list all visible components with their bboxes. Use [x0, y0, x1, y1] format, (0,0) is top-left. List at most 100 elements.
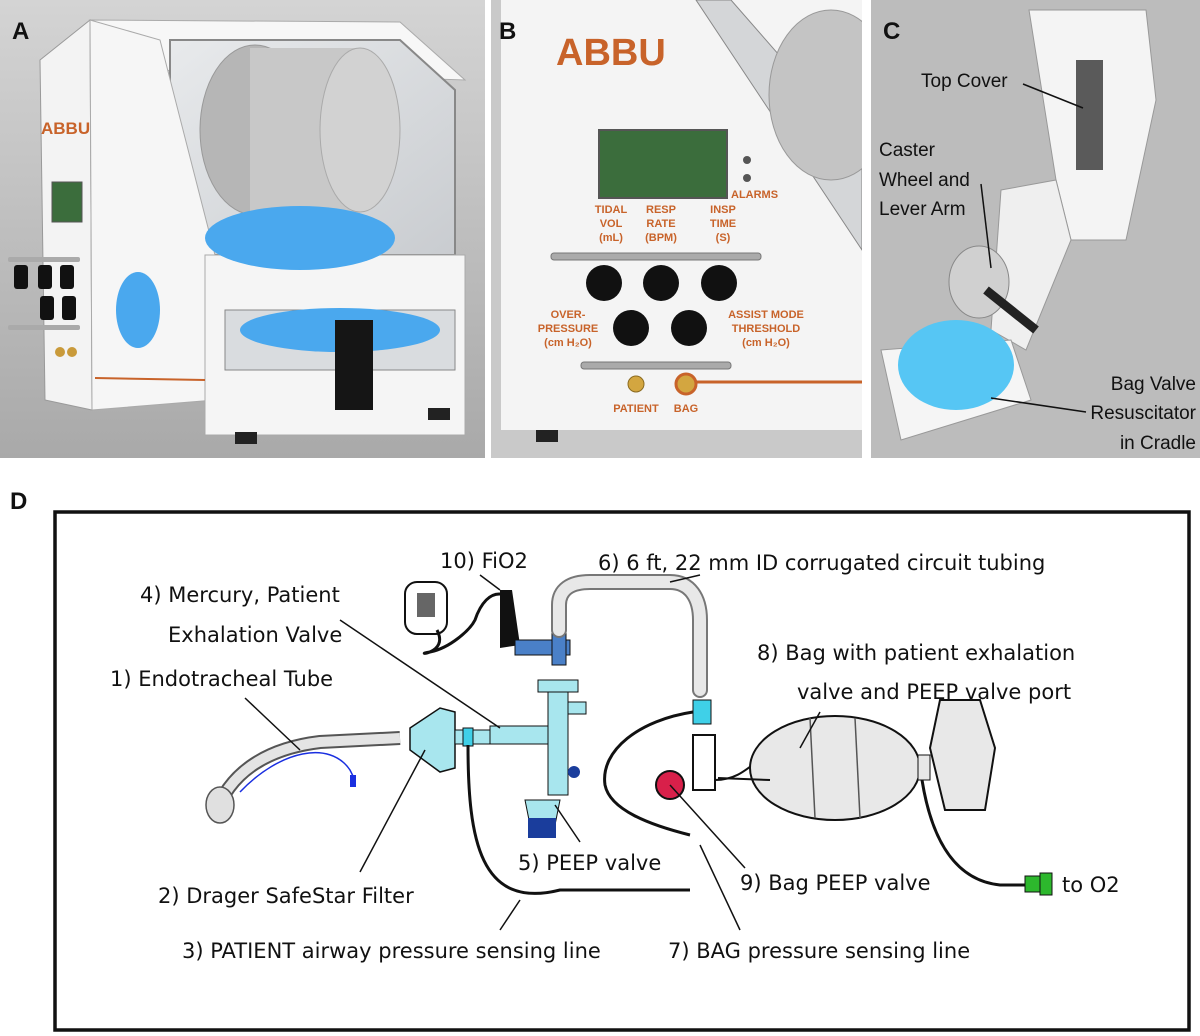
bag-ring-2	[854, 717, 861, 819]
insp-line-1: INSP	[710, 204, 736, 216]
knob-rail-top	[8, 257, 80, 262]
bag-inlet	[717, 777, 771, 781]
foot-2	[428, 408, 450, 420]
leader-endotracheal	[244, 697, 301, 751]
bag-line-2: Resuscitator	[1090, 403, 1196, 424]
exhalation-valve-top	[537, 679, 579, 693]
alarms-label: ALARMS	[731, 189, 778, 201]
label-exhalation-valve-1: 4) Mercury, Patient	[140, 583, 340, 607]
panel-c-cradle-render: Top Cover Caster Wheel and Lever Arm Bag…	[871, 0, 1200, 458]
resp-line-1: RESP	[646, 204, 676, 216]
peep-valve-cap	[528, 818, 556, 838]
caster-line-3: Lever Arm	[879, 199, 966, 220]
tidal-line-1: TIDAL	[595, 204, 628, 216]
label-patient-sensing-line: 3) PATIENT airway pressure sensing line	[182, 939, 601, 963]
assist-line-3: (cm H₂O)	[742, 337, 790, 349]
knob-tidal-vol	[586, 265, 622, 301]
label-fio2: 10) FiO2	[440, 549, 528, 573]
knob-over-pressure	[613, 310, 649, 346]
tidal-line-3: (mL)	[599, 232, 623, 244]
label-exhalation-valve-2: Exhalation Valve	[168, 623, 342, 647]
label-bag-1: 8) Bag with patient exhalation	[757, 641, 1075, 665]
lcd-display-b	[598, 129, 728, 199]
over-line-1: OVER-	[551, 309, 586, 321]
bag-resuscitator-c	[898, 320, 1014, 410]
port-patient-b	[627, 375, 645, 393]
bag-port-label: BAG	[674, 403, 698, 415]
bag-resuscitator	[205, 206, 395, 270]
panel-d-label: D	[10, 488, 28, 515]
caster-leader	[980, 183, 992, 269]
patient-sensing-line	[466, 744, 690, 895]
bag-patient-valve	[692, 734, 716, 791]
bag-reservoir-neck	[917, 754, 931, 781]
lever-arm	[983, 286, 1039, 334]
port-patient	[55, 347, 65, 357]
filter-port	[462, 727, 474, 747]
leader-filter	[359, 749, 426, 873]
label-endotracheal-tube: 1) Endotracheal Tube	[110, 667, 333, 691]
resp-line-3: (BPM)	[645, 232, 677, 244]
fio2-sensor-screen	[417, 593, 435, 617]
top-cover-leader	[1022, 83, 1084, 109]
knob-assist-threshold	[671, 310, 707, 346]
port-bag-b	[674, 372, 698, 396]
foot-1	[235, 432, 257, 444]
et-pilot-line	[239, 751, 356, 793]
bag-sensing-line	[603, 710, 694, 837]
bag-front	[116, 272, 160, 348]
knob-insp-time	[701, 265, 737, 301]
panel-a-label: A	[12, 18, 30, 45]
knob-5	[62, 296, 76, 320]
o2-connector-end	[1039, 872, 1053, 896]
exhalation-valve-side	[567, 701, 587, 715]
over-line-3: (cm H₂O)	[544, 337, 592, 349]
panel-a-device-render: ABBU A	[0, 0, 485, 458]
o2-supply-line	[920, 779, 1028, 887]
leader-bag	[799, 711, 821, 749]
leader-patient-line	[499, 899, 521, 931]
top-cover-slot	[1076, 60, 1103, 170]
panel-b-label: B	[499, 18, 517, 45]
et-pilot-balloon	[350, 775, 356, 787]
port-bag	[67, 347, 77, 357]
knob-1	[14, 265, 28, 289]
fio2-probe	[500, 590, 520, 648]
lcd-display	[51, 181, 83, 223]
caster-wheel-b	[768, 9, 862, 181]
front-latch	[335, 320, 373, 410]
handle-top	[550, 252, 762, 261]
over-line-2: PRESSURE	[538, 323, 599, 335]
corrugated-tubing-inner	[553, 576, 706, 696]
caster-wheel-face	[319, 47, 401, 213]
knob-3	[60, 265, 74, 289]
bag-leader	[990, 397, 1087, 413]
leader-fio2	[479, 574, 501, 591]
fio2-cable	[422, 592, 506, 655]
alarm-led-1	[743, 156, 751, 164]
tidal-line-2: VOL	[600, 218, 623, 230]
bag-ring-1	[809, 717, 816, 819]
handle-bottom	[580, 361, 732, 370]
knob-2	[38, 265, 52, 289]
caster-line-2: Wheel and	[879, 170, 970, 191]
tubing-bag-adapter	[692, 699, 712, 725]
knob-4	[40, 296, 54, 320]
panel-b-logo: ABBU	[556, 32, 666, 74]
label-to-o2: to O2	[1062, 873, 1120, 897]
leader-peep	[554, 804, 581, 843]
exhalation-valve-cap	[568, 766, 580, 778]
leader-exhalation-valve	[339, 619, 501, 729]
panel-b-control-panel: ABBU ALARMS TIDAL VOL (mL) RESP RATE (BP…	[491, 0, 862, 458]
assist-line-2: THRESHOLD	[732, 323, 801, 335]
label-bag-2: valve and PEEP valve port	[797, 680, 1071, 704]
resp-line-2: RATE	[646, 218, 675, 230]
label-tubing: 6) 6 ft, 22 mm ID corrugated circuit tub…	[598, 551, 1045, 575]
o2-connector	[1024, 875, 1041, 893]
knob-rail-bottom	[8, 325, 80, 330]
knob-resp-rate	[643, 265, 679, 301]
panel-d-circuit-diagram: D	[0, 480, 1200, 1036]
alarm-led-2	[743, 174, 751, 182]
label-peep-valve: 5) PEEP valve	[518, 851, 661, 875]
et-cuff	[205, 786, 235, 824]
